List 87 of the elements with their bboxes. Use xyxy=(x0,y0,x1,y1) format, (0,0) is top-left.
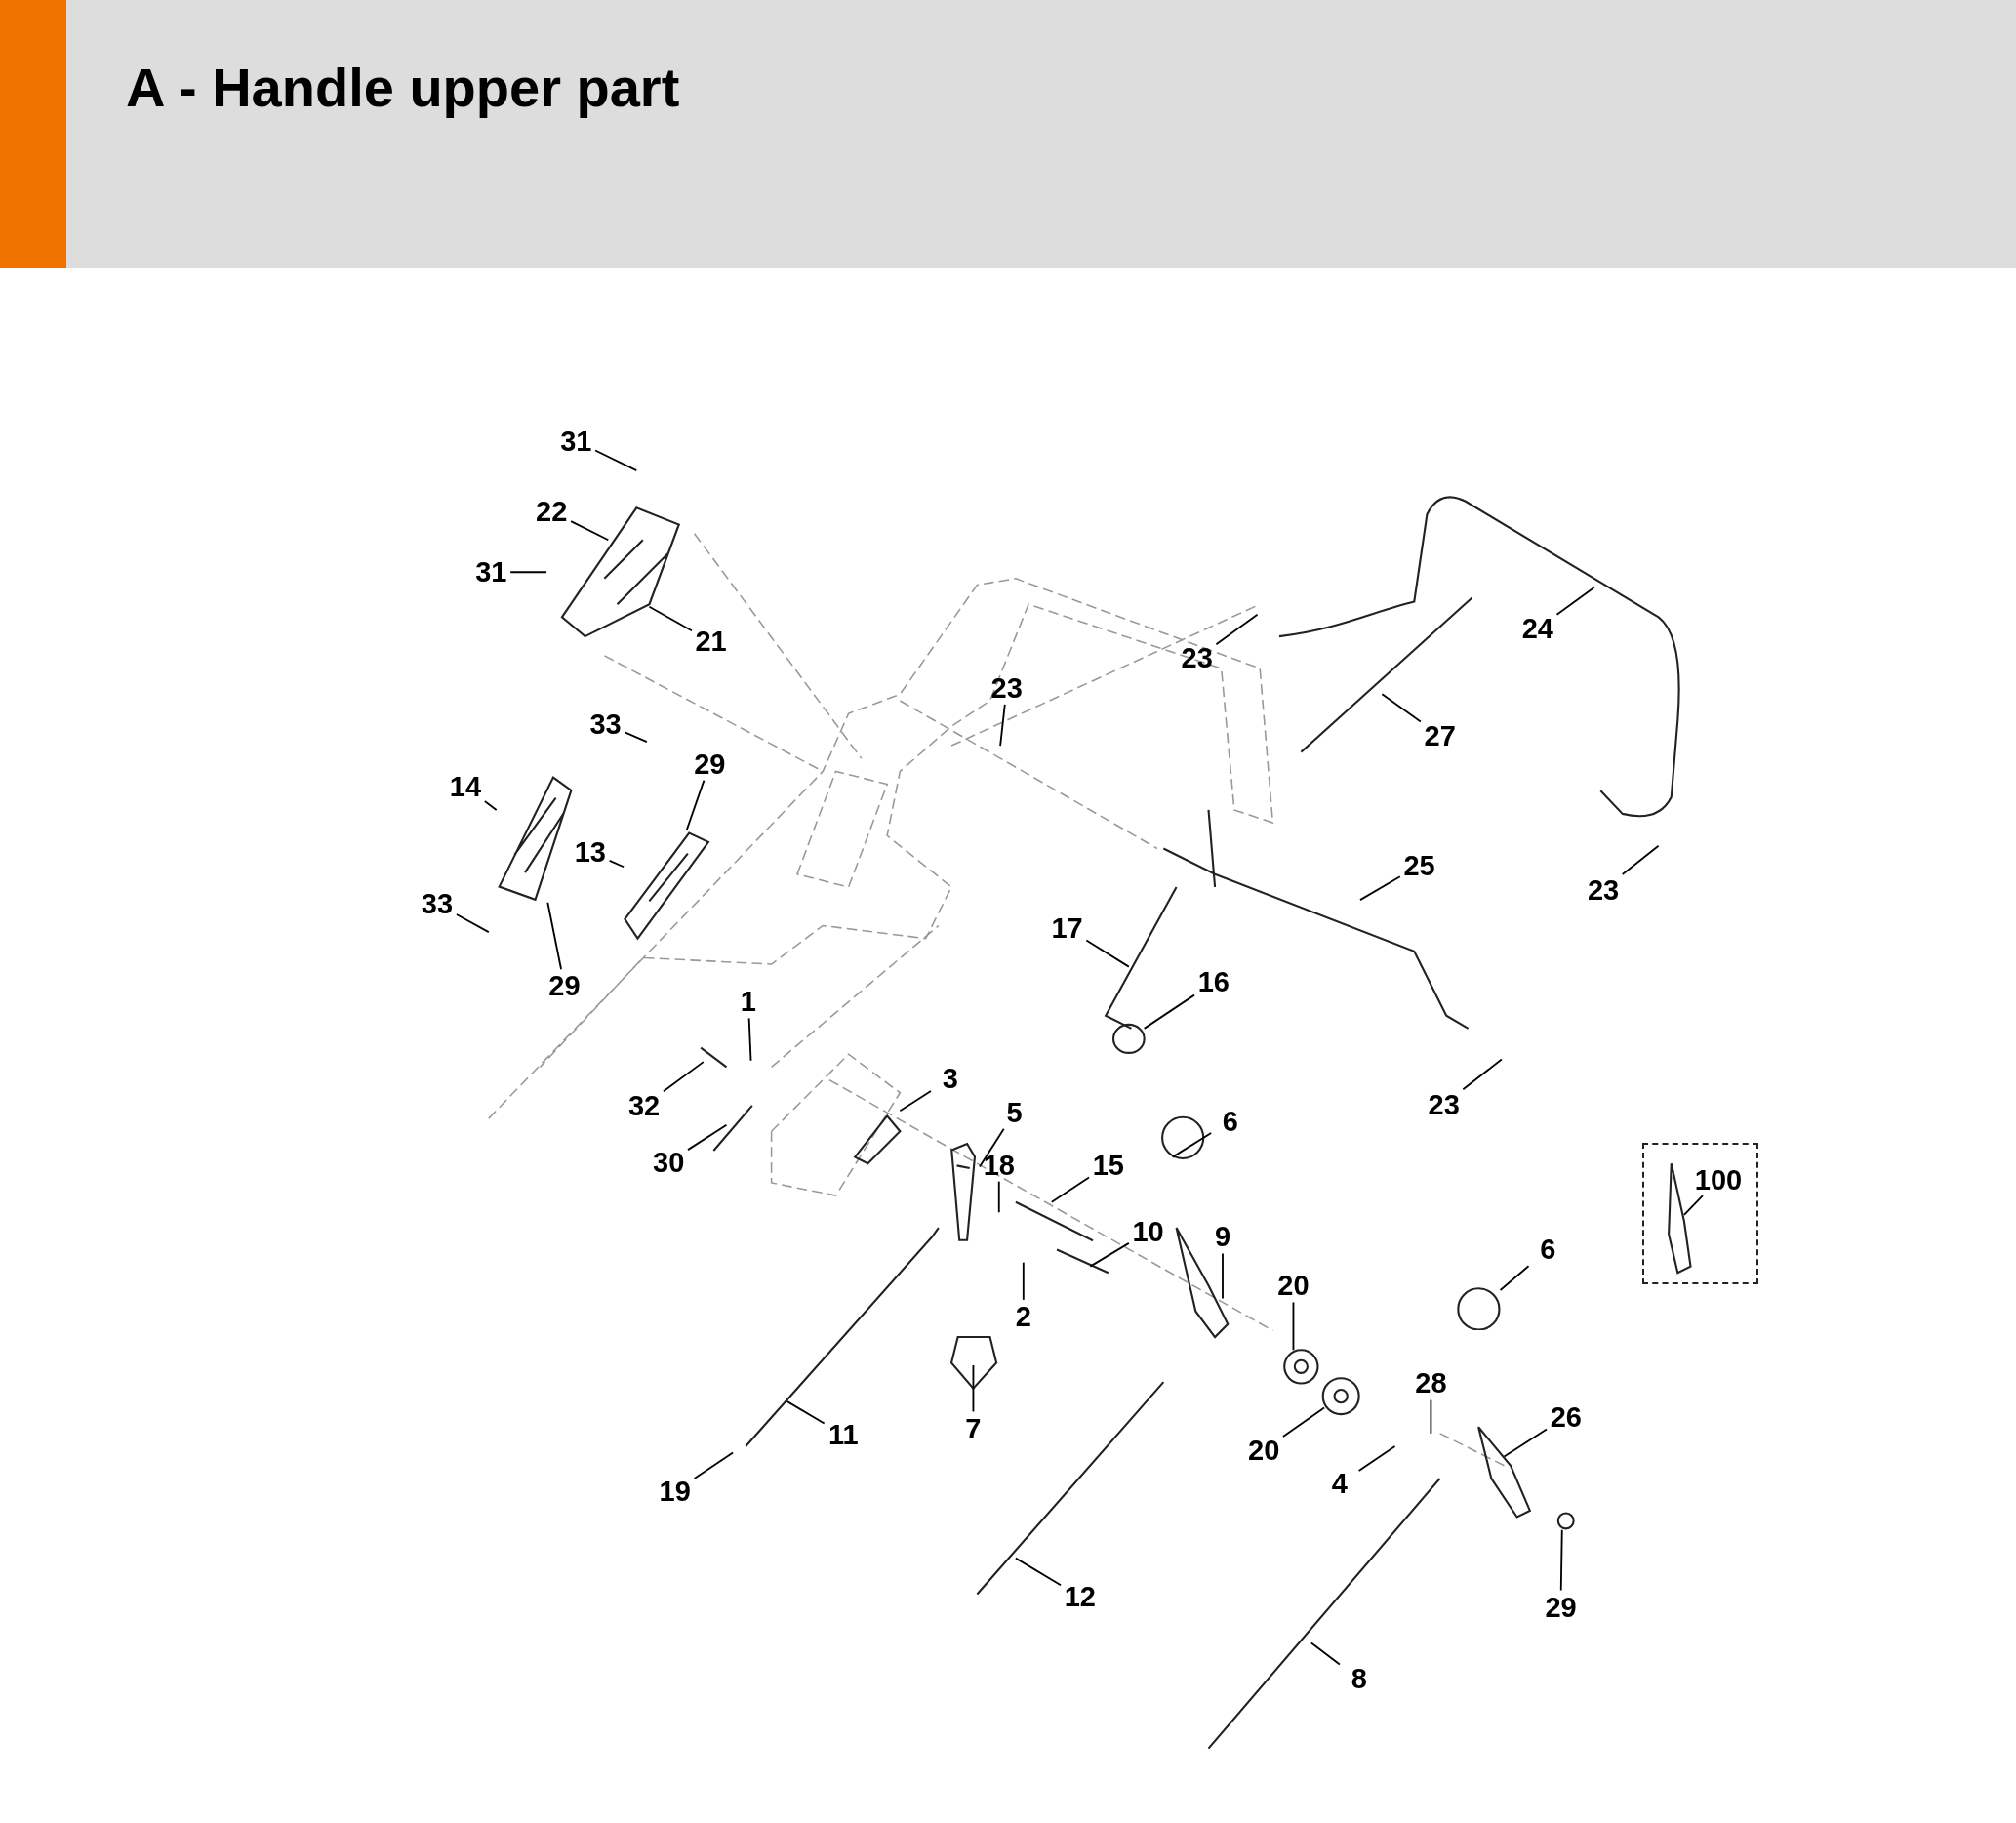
leader-line xyxy=(455,913,490,933)
callout-number: 31 xyxy=(475,557,507,587)
leader-line xyxy=(1357,1445,1396,1472)
leader-line xyxy=(999,704,1006,747)
leader-line xyxy=(899,1090,932,1113)
callout-number: 25 xyxy=(1403,851,1435,880)
callout-number: 29 xyxy=(694,749,726,778)
leader-line xyxy=(1143,993,1195,1030)
leader-line xyxy=(1555,587,1595,616)
callout-number: 23 xyxy=(1428,1090,1460,1119)
leader-line xyxy=(1503,1428,1548,1458)
leader-line xyxy=(1050,1176,1090,1203)
leader-line xyxy=(786,1400,826,1425)
callout-number: 10 xyxy=(1132,1217,1164,1246)
callout-number: 26 xyxy=(1550,1402,1582,1432)
callout-number: 27 xyxy=(1424,721,1456,749)
leader-line xyxy=(509,571,547,574)
callout-number: 4 xyxy=(1331,1469,1348,1498)
leader-line xyxy=(693,1451,734,1479)
callout-number: 13 xyxy=(574,837,606,867)
callout-number: 6 xyxy=(1222,1107,1238,1136)
callout-number: 23 xyxy=(990,673,1023,703)
leader-line xyxy=(1292,1301,1295,1352)
callout-number: 30 xyxy=(653,1148,685,1177)
callout-number: 1 xyxy=(740,987,756,1016)
callout-number: 15 xyxy=(1092,1151,1124,1179)
callout-number: 33 xyxy=(421,889,454,918)
leader-line xyxy=(1430,1398,1432,1435)
callout-number: 24 xyxy=(1521,614,1553,643)
callout-number: 28 xyxy=(1415,1368,1447,1398)
callout-number: 19 xyxy=(659,1477,691,1506)
leader-line xyxy=(1310,1641,1341,1666)
leader-line xyxy=(546,901,562,971)
callout-number: 32 xyxy=(628,1091,661,1120)
leader-line xyxy=(608,860,625,869)
leader-line xyxy=(747,1017,752,1062)
callout-number: 29 xyxy=(1545,1593,1577,1622)
leader-line xyxy=(1621,844,1660,875)
leader-line xyxy=(1499,1265,1530,1291)
callout-number: 33 xyxy=(589,709,622,739)
callout-number: 2 xyxy=(1015,1302,1031,1331)
leader-line xyxy=(648,605,693,632)
leader-line xyxy=(1215,613,1259,646)
callout-number: 17 xyxy=(1051,913,1083,943)
callout-number: 14 xyxy=(449,772,482,801)
callout-number: 20 xyxy=(1248,1436,1280,1465)
callout-number: 23 xyxy=(1181,643,1213,672)
callout-number: 9 xyxy=(1214,1222,1231,1251)
callout-number: 16 xyxy=(1197,967,1230,996)
leader-line xyxy=(979,1127,1005,1168)
callout-number: 7 xyxy=(965,1414,982,1443)
callout-number: 21 xyxy=(695,627,727,656)
callout-number: 8 xyxy=(1351,1664,1367,1693)
leader-line xyxy=(997,1180,1000,1214)
leader-line xyxy=(1282,1406,1325,1438)
leader-line xyxy=(570,520,610,542)
leader-line xyxy=(1683,1195,1704,1216)
callout-number: 6 xyxy=(1540,1235,1556,1264)
callout-number: 11 xyxy=(828,1420,859,1449)
leader-line xyxy=(663,1061,705,1093)
leader-line xyxy=(687,1123,728,1152)
callout-number: 3 xyxy=(942,1064,958,1093)
callout-number: 20 xyxy=(1277,1271,1310,1300)
leader-line xyxy=(1085,939,1130,968)
callout-number: 23 xyxy=(1587,875,1620,905)
leader-line xyxy=(1022,1261,1025,1301)
callout-number: 12 xyxy=(1064,1582,1096,1611)
leader-line xyxy=(1089,1241,1130,1268)
leader-line xyxy=(1462,1058,1503,1091)
leader-line xyxy=(1559,1528,1563,1592)
callout-number: 100 xyxy=(1694,1165,1743,1195)
leader-line xyxy=(1222,1252,1224,1300)
dashed-frame xyxy=(1641,1143,1759,1284)
leader-line xyxy=(1171,1132,1213,1158)
callout-number: 5 xyxy=(1006,1098,1023,1126)
leader-line xyxy=(1381,693,1422,723)
leader-line xyxy=(1359,875,1401,902)
callout-number: 18 xyxy=(983,1151,1015,1179)
callout-number: 29 xyxy=(548,971,581,1000)
callout-number: 22 xyxy=(536,497,568,526)
leader-line xyxy=(594,449,638,472)
leader-line xyxy=(685,779,706,831)
leader-line xyxy=(1015,1557,1062,1587)
callout-number: 31 xyxy=(560,426,592,456)
leader-line xyxy=(483,800,498,811)
leader-line xyxy=(624,731,648,744)
leader-line xyxy=(972,1364,975,1413)
